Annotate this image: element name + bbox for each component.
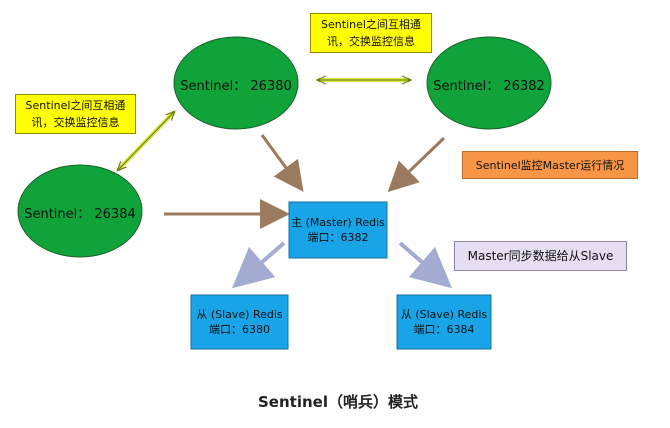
sentinel-26380 [173, 36, 299, 130]
arrow-26382-to-master [387, 136, 446, 193]
slave-redis-box-6384 [396, 294, 492, 350]
note-top-line1: Sentinel之间互相通 [321, 18, 421, 31]
sentinel-link-left [118, 112, 174, 170]
note-left-line2: 讯，交换监控信息 [31, 116, 120, 129]
note-master-sync: Master同步数据给从Slave [454, 241, 627, 271]
arrow-master-to-slave-6384 [398, 241, 453, 289]
sentinel-26384 [17, 164, 143, 258]
diagram-caption: Sentinel（哨兵）模式 [258, 393, 418, 411]
arrow-26380-to-master [260, 134, 304, 192]
sentinel-26382 [426, 36, 552, 130]
slave-redis-box-6380 [190, 294, 289, 350]
arrow-master-to-slave-6380 [231, 241, 286, 289]
note-monitor-master: Sentinel监控Master运行情况 [462, 151, 638, 179]
note-sentinel-communication-top: Sentinel之间互相通 讯，交换监控信息 [310, 13, 432, 53]
note-sentinel-communication-left: Sentinel之间互相通 讯，交换监控信息 [15, 94, 136, 134]
note-top-line2: 讯，交换监控信息 [327, 35, 415, 48]
master-redis-box [288, 201, 388, 259]
note-left-line1: Sentinel之间互相通 [25, 99, 126, 112]
